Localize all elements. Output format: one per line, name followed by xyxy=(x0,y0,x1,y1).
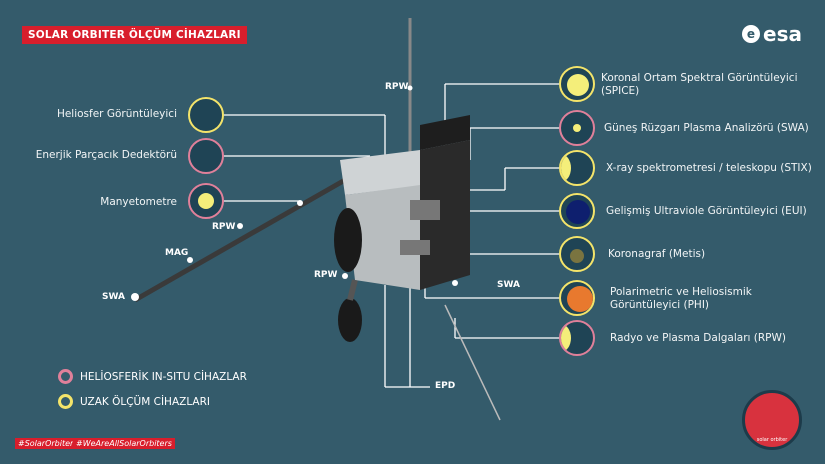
instrument-label: Koronal Ortam Spektral Görüntüleyici (SP… xyxy=(601,72,798,97)
tag-swa-right: SWA xyxy=(497,280,520,290)
hashtag: #SolarOrbiter xyxy=(15,438,77,449)
instrument-label: Manyetometre xyxy=(100,196,177,208)
phi-icon xyxy=(559,280,595,316)
instrument-label: Koronagraf (Metis) xyxy=(608,248,706,260)
tag-swa-boom: SWA xyxy=(102,292,125,302)
instrument-label: Gelişmiş Ultraviole Görüntüleyici (EUI) xyxy=(606,205,807,217)
metis-icon xyxy=(559,236,595,272)
instrument-label: Radyo ve Plasma Dalgaları (RPW) xyxy=(610,332,786,344)
rpw-icon xyxy=(559,320,595,356)
esa-logo-icon: e xyxy=(742,25,760,43)
yellow-ring-icon xyxy=(58,394,73,409)
tag-epd: EPD xyxy=(435,381,456,391)
tag-rpw-boom: RPW xyxy=(212,222,236,232)
instrument-label: Polarimetric ve Heliosismik Görüntüleyic… xyxy=(610,286,752,311)
tag-rpw-top: RPW xyxy=(385,82,409,92)
instrument-label: X-ray spektrometresi / teleskopu (STIX) xyxy=(606,162,812,174)
heliosphere-imager-icon xyxy=(188,97,224,133)
particle-detector-icon xyxy=(188,138,224,174)
magnetometer-icon xyxy=(188,183,224,219)
stix-icon xyxy=(559,150,595,186)
tag-rpw-low: RPW xyxy=(314,270,338,280)
eui-icon xyxy=(559,193,595,229)
spice-icon xyxy=(559,66,595,102)
hashtag: #WeAreAllSolarOrbiters xyxy=(73,438,175,449)
page-title: SOLAR ORBITER ÖLÇÜM CİHAZLARI xyxy=(22,26,247,44)
instrument-label: Enerjik Parçacık Dedektörü xyxy=(35,149,177,161)
legend-in-situ: HELİOSFERİK IN-SITU CİHAZLAR xyxy=(58,369,247,384)
tag-mag: MAG xyxy=(165,248,189,258)
instrument-label: Güneş Rüzgarı Plasma Analizörü (SWA) xyxy=(604,122,809,134)
instrument-label: Heliosfer Görüntüleyici xyxy=(56,108,177,120)
solar-orbiter-mission-badge: solar orbiter xyxy=(742,390,802,450)
swa-icon xyxy=(559,110,595,146)
legend-remote: UZAK ÖLÇÜM CİHAZLARI xyxy=(58,394,210,409)
pink-ring-icon xyxy=(58,369,73,384)
